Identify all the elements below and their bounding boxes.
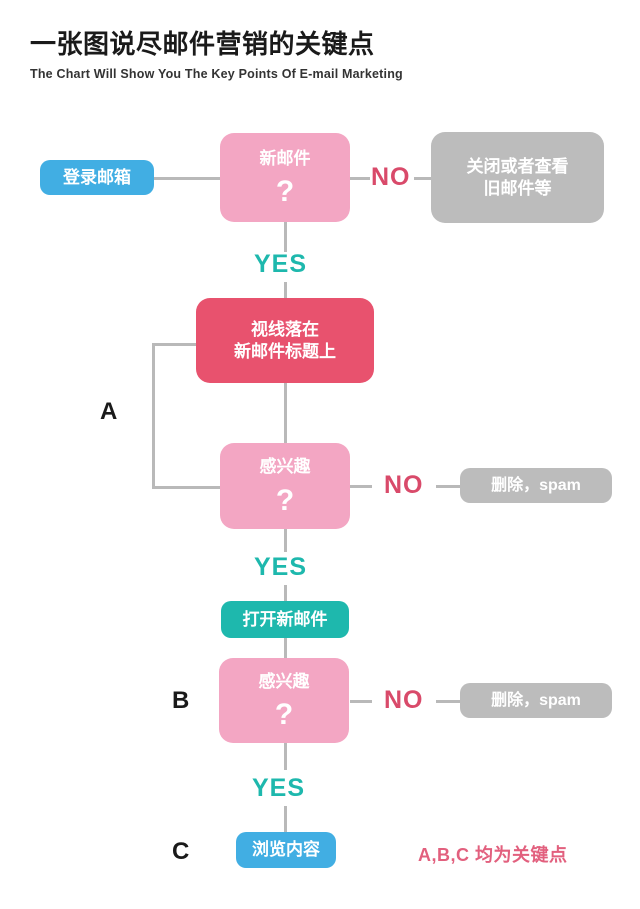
node-gaze-line2: 新邮件标题上: [234, 341, 336, 361]
node-open-new-mail[interactable]: 打开新邮件: [221, 601, 349, 638]
node-gaze-line1: 视线落在: [251, 320, 319, 340]
connector-openmail-down: [284, 638, 287, 660]
node-interest-b-questionmark: ?: [274, 698, 294, 732]
edge-label-yes-3: YES: [252, 774, 306, 802]
page-title: 一张图说尽邮件营销的关键点: [30, 29, 375, 59]
chart-header: 一张图说尽邮件营销的关键点 The Chart Will Show You Th…: [30, 29, 610, 81]
edge-label-no-2: NO: [384, 471, 424, 499]
node-login-label: 登录邮箱: [63, 167, 131, 187]
connector-gaze-down: [284, 382, 287, 444]
edge-label-yes-2: YES: [254, 553, 308, 581]
connector-yes2-down: [284, 585, 287, 601]
node-browse-content-label: 浏览内容: [252, 840, 320, 860]
edge-label-yes-1: YES: [254, 250, 308, 278]
node-new-mail-question[interactable]: 新邮件 ?: [220, 133, 350, 222]
node-interest-question-b[interactable]: 感兴趣 ?: [219, 658, 349, 743]
connector-yes1-down: [284, 282, 287, 303]
bracket-a: [152, 343, 223, 489]
node-interest-question-a[interactable]: 感兴趣 ?: [220, 443, 350, 529]
node-open-new-mail-label: 打开新邮件: [242, 609, 328, 629]
node-browse-content[interactable]: 浏览内容: [236, 832, 336, 868]
key-point-marker-c: C: [172, 838, 190, 865]
node-gaze-on-subject[interactable]: 视线落在 新邮件标题上: [196, 298, 374, 383]
node-interest-b-label: 感兴趣: [258, 671, 310, 691]
node-close-or-view-old-line1: 关闭或者查看: [466, 157, 569, 177]
connector-interestb-down: [284, 742, 287, 770]
connector-no1-to-closeold: [414, 177, 432, 180]
connector-interesta-down: [284, 528, 287, 552]
connector-login-to-newmail: [154, 177, 220, 180]
connector-interesta-to-no2: [350, 485, 372, 488]
key-point-marker-a: A: [100, 398, 118, 425]
connector-no2-to-delete1: [436, 485, 460, 488]
node-interest-a-questionmark: ?: [275, 483, 295, 517]
key-point-marker-b: B: [172, 687, 190, 714]
node-delete-spam-a-label: 删除，spam: [491, 476, 581, 494]
node-interest-a-label: 感兴趣: [259, 457, 311, 477]
page-subtitle: The Chart Will Show You The Key Points O…: [30, 66, 403, 81]
connector-newmail-down: [284, 222, 287, 252]
node-close-or-view-old[interactable]: 关闭或者查看 旧邮件等: [431, 132, 604, 223]
node-delete-spam-b-label: 删除，spam: [491, 691, 581, 709]
node-delete-spam-a[interactable]: 删除，spam: [460, 468, 612, 503]
node-login[interactable]: 登录邮箱: [40, 160, 154, 195]
node-delete-spam-b[interactable]: 删除，spam: [460, 683, 612, 718]
node-new-mail-label: 新邮件: [259, 148, 311, 168]
connector-newmail-to-no1: [350, 177, 370, 180]
connector-interestb-to-no3: [350, 700, 372, 703]
connector-no3-to-delete2: [436, 700, 460, 703]
edge-label-no-1: NO: [371, 163, 411, 191]
key-points-note: A,B,C 均为关键点: [418, 845, 568, 865]
connector-yes3-down: [284, 806, 287, 832]
node-close-or-view-old-line2: 旧邮件等: [483, 178, 552, 198]
node-new-mail-questionmark: ?: [275, 175, 295, 209]
edge-label-no-3: NO: [384, 686, 424, 714]
